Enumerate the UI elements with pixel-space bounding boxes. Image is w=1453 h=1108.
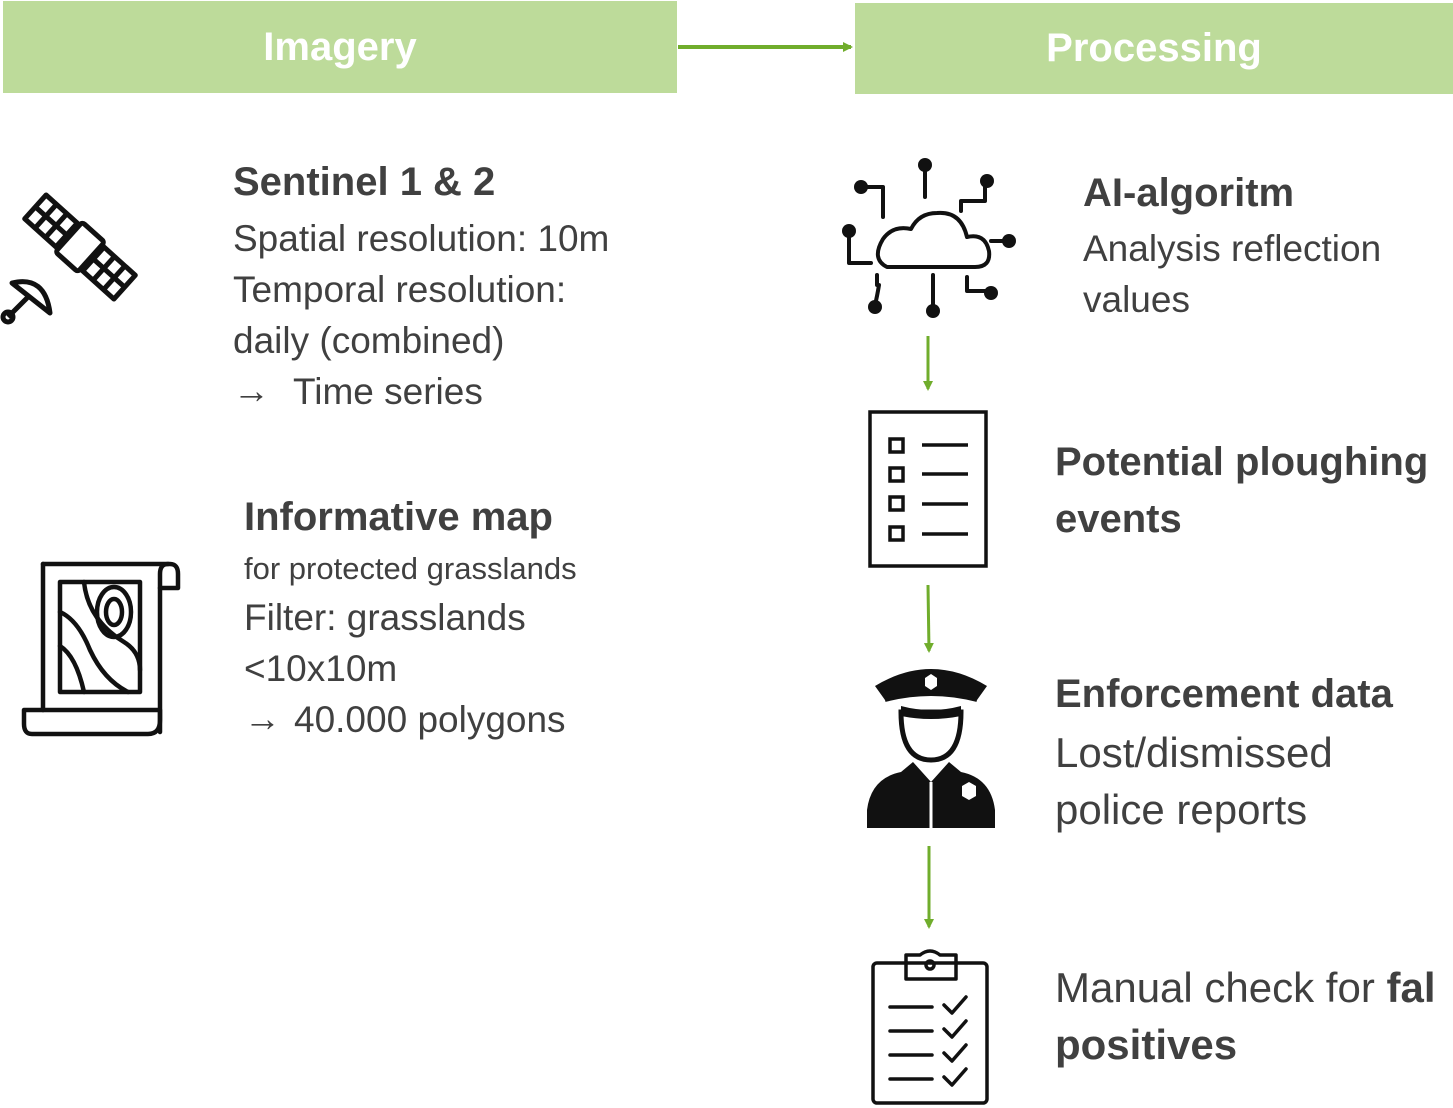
satellite-icon	[0, 192, 138, 325]
manual-check-line-2: positives	[1055, 1021, 1238, 1068]
ai-line-2: values	[1083, 279, 1190, 320]
sentinel-temporal-line-2: daily (combined)	[233, 320, 505, 361]
imagery-header: Imagery	[3, 1, 677, 93]
sentinel-spatial: Spatial resolution: 10m	[233, 218, 610, 259]
map-filter-line-2: <10x10m	[244, 648, 398, 689]
processing-header: Processing	[855, 3, 1453, 94]
map-filter-line-1: Filter: grasslands	[244, 597, 526, 638]
ploughing-to-enforcement-arrow	[923, 584, 934, 653]
enforcement-title: Enforcement data	[1055, 672, 1393, 716]
clipboard-check-icon	[871, 949, 989, 1105]
manual-check-regular: Manual check for	[1055, 964, 1387, 1011]
ploughing-title-line-1: Potential ploughing	[1055, 440, 1429, 484]
map-arrow: →	[244, 698, 281, 739]
enforcement-line-1: Lost/dismissed	[1055, 729, 1333, 776]
ai-title: AI-algoritm	[1083, 171, 1295, 215]
enforcement-line-2: police reports	[1055, 786, 1308, 833]
manual-check-bold: fal	[1386, 964, 1436, 1011]
cloud-network-icon	[842, 158, 1016, 318]
sentinel-arrow: →	[233, 370, 270, 411]
imagery-header-label: Imagery	[263, 24, 417, 69]
map-subtitle: for protected grasslands	[244, 551, 577, 586]
ai-line-1: Analysis reflection	[1083, 228, 1382, 269]
checklist-icon	[868, 410, 988, 568]
processing-header-label: Processing	[1046, 26, 1262, 70]
ploughing-title-line-2: events	[1055, 497, 1182, 541]
map-title: Informative map	[244, 495, 553, 539]
map-scroll-icon	[21, 561, 181, 737]
sentinel-result: Time series	[293, 371, 483, 412]
map-result: 40.000 polygons	[294, 699, 566, 740]
sentinel-temporal-line-1: Temporal resolution:	[233, 269, 567, 310]
police-officer-icon	[867, 669, 995, 828]
sentinel-title: Sentinel 1 & 2	[233, 160, 496, 204]
manual-check-line-1: Manual check for fal	[1055, 964, 1436, 1012]
